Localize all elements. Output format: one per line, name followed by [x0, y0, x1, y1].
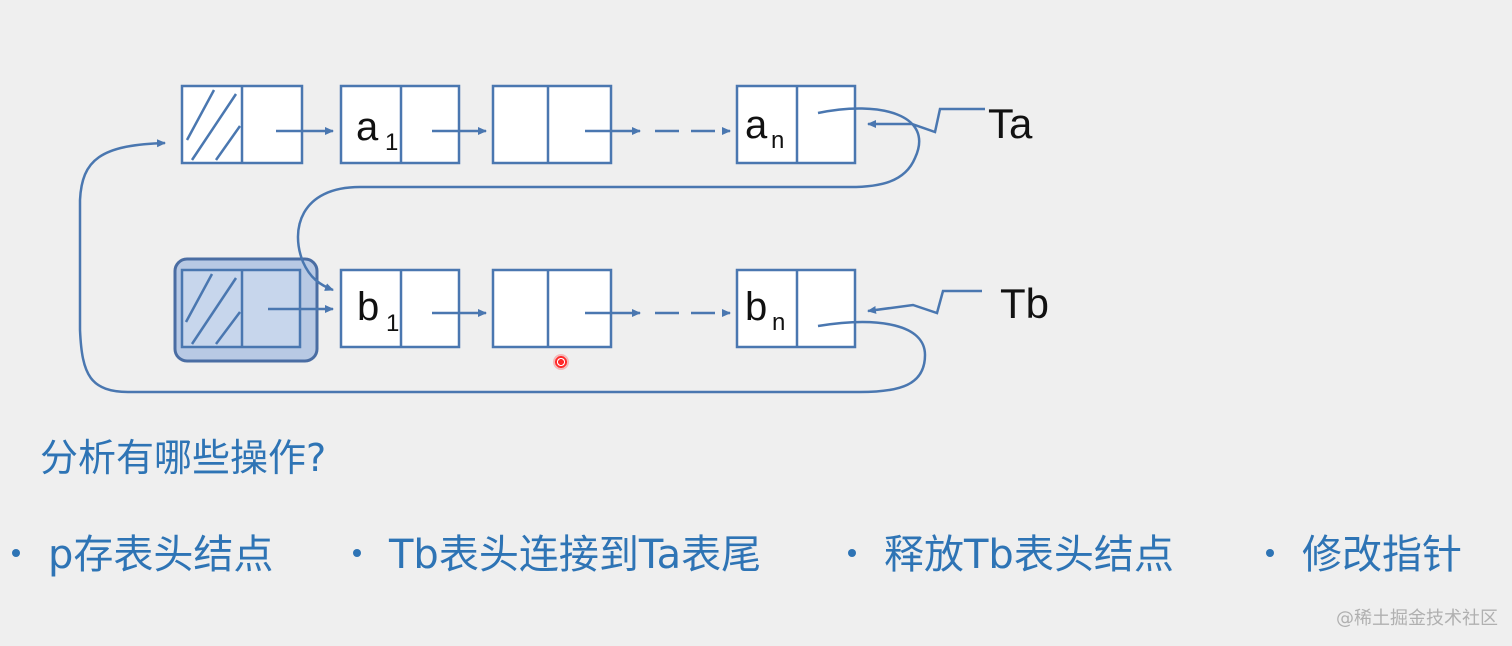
node-a1-label: a: [356, 105, 379, 149]
question-text: 分析有哪些操作?: [40, 436, 327, 480]
link-bn-to-a-head: [78, 139, 927, 394]
list-b-node-2: [491, 268, 613, 349]
list-a-node-1: a 1: [339, 84, 461, 165]
step-2: Tb表头连接到Ta表尾: [353, 522, 761, 580]
step-3: 释放Tb表头结点: [848, 522, 1174, 580]
step-4-text: 修改指针: [1302, 532, 1462, 578]
list-a: a 1 a n: [180, 84, 1033, 165]
hatch-marks: [185, 89, 242, 161]
list-a-head-node: [180, 84, 304, 165]
watermark: @稀土掘金技术社区: [1336, 608, 1498, 629]
node-bn-label: b: [745, 285, 767, 329]
step-4: 修改指针: [1266, 522, 1462, 580]
tb-label: Tb: [1000, 280, 1049, 327]
bullet-icon: [353, 549, 361, 557]
list-a-node-2: [491, 84, 613, 165]
node-b1-label: b: [357, 285, 379, 329]
link-an-to-b1: [296, 107, 921, 292]
node-b1-subscript: 1: [386, 310, 399, 337]
bullet-icon: [1266, 549, 1274, 557]
ta-pointer: Ta: [867, 100, 1033, 147]
node-a1-subscript: 1: [385, 129, 398, 156]
step-2-text: Tb表头连接到Ta表尾: [389, 532, 762, 578]
step-1-text: p存表头结点: [48, 532, 274, 578]
tb-pointer: Tb: [867, 280, 1049, 327]
laser-pointer-dot: [553, 354, 569, 370]
list-b: b 1 b n: [173, 257, 1049, 363]
node-an-label: a: [745, 103, 768, 147]
list-b-node-n: b n: [735, 268, 857, 349]
hatch-marks: [184, 273, 241, 345]
node-an-subscript: n: [771, 127, 784, 154]
node-bn-subscript: n: [772, 309, 785, 336]
list-a-node-n: a n: [735, 84, 857, 165]
bullet-icon: [12, 549, 20, 557]
bullet-icon: [848, 549, 856, 557]
step-3-text: 释放Tb表头结点: [884, 532, 1174, 578]
ta-label: Ta: [988, 100, 1033, 147]
list-b-node-1: b 1: [339, 268, 461, 349]
step-1: p存表头结点: [12, 522, 273, 580]
